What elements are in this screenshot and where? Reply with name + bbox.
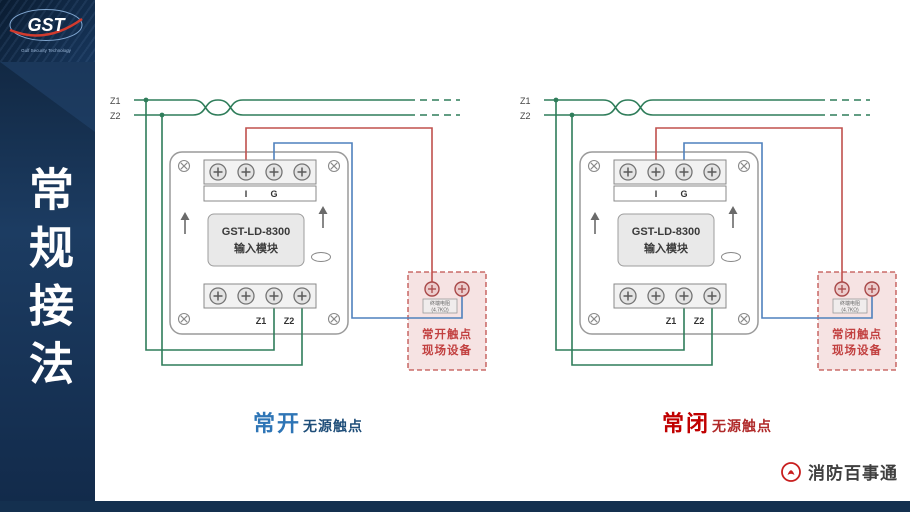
wire-input-red — [655, 127, 843, 282]
junction-dot — [553, 97, 559, 103]
gst-logo: GST Gulf Security Technology — [9, 9, 83, 53]
wire-common-blue — [273, 142, 463, 319]
wire-input-red — [245, 127, 433, 282]
module-name: 输入模块 — [644, 241, 689, 255]
caption-keyword: 常闭 — [661, 411, 710, 436]
sidebar: GST Gulf Security Technology 常规接法 — [0, 0, 95, 512]
bus-label-z1: Z1 — [110, 96, 121, 106]
resistor-name: 终端电阻 — [430, 300, 450, 307]
side-slot — [721, 252, 741, 262]
resistor-value: (4.7KΩ) — [841, 308, 859, 314]
terminal-label-z1: Z1 — [666, 316, 677, 326]
bottom-accent-bar — [0, 501, 910, 512]
signal-bus-lines — [544, 99, 870, 116]
logo-tile: GST Gulf Security Technology — [0, 0, 95, 62]
top-terminal-label-box — [613, 185, 727, 202]
signal-bus-lines — [134, 99, 460, 116]
junction-dot — [569, 112, 575, 118]
module-model: GST-LD-8300 — [632, 226, 700, 238]
gst-logo-text: GST — [27, 15, 66, 35]
device-label-line2: 现场设备 — [422, 343, 472, 357]
junction-dot — [143, 97, 149, 103]
side-slot — [311, 252, 331, 262]
module-model: GST-LD-8300 — [222, 226, 290, 238]
gst-logo-swoosh — [9, 17, 83, 37]
device-label-line2: 现场设备 — [832, 343, 882, 357]
fire119-logo-icon — [781, 461, 801, 482]
footer-brand-text: 消防百事通 — [808, 464, 898, 483]
terminal-label-z1: Z1 — [256, 316, 267, 326]
terminal-resistor — [832, 298, 868, 314]
wiring-diagram-normally-closed: I G Z1 Z2 GST-LD-8300 输入模块 终端电阻 (4.7KΩ) … — [520, 96, 897, 371]
sidebar-accent-shape — [0, 62, 95, 132]
bus-label-z2: Z2 — [520, 111, 531, 121]
field-device-box — [817, 271, 897, 371]
resistor-value: (4.7KΩ) — [431, 308, 449, 314]
terminal-label-g: G — [680, 189, 687, 199]
terminal-label-z2: Z2 — [284, 316, 295, 326]
gst-logo-ellipse — [9, 9, 83, 41]
field-device-box — [407, 271, 487, 371]
caption-keyword: 常开 — [252, 411, 301, 436]
device-label-line1: 常闭触点 — [832, 327, 882, 341]
terminal-label-i: I — [245, 189, 248, 199]
terminal-label-g: G — [270, 189, 277, 199]
terminal-label-i: I — [655, 189, 658, 199]
page-title-vertical: 常规接法 — [21, 166, 74, 398]
module-nameplate — [207, 213, 305, 267]
top-terminal-label-box — [203, 185, 317, 202]
junction-dot — [159, 112, 165, 118]
module-name: 输入模块 — [234, 241, 279, 255]
caption-detail: 无源触点 — [303, 418, 363, 434]
bus-drop-wires — [145, 100, 303, 366]
caption-normally-open: 常开 无源触点 — [213, 406, 403, 438]
terminal-label-z2: Z2 — [694, 316, 705, 326]
device-label-line1: 常开触点 — [422, 327, 472, 341]
module-nameplate — [617, 213, 715, 267]
terminal-resistor — [422, 298, 458, 314]
caption-detail: 无源触点 — [712, 418, 772, 434]
bus-label-z1: Z1 — [520, 96, 531, 106]
gst-logo-tagline: Gulf Security Technology — [21, 48, 71, 53]
footer-brand-area: 消防百事通 — [780, 459, 898, 484]
caption-normally-closed: 常闭 无源触点 — [622, 406, 812, 438]
wire-common-blue — [683, 142, 873, 319]
bus-label-z2: Z2 — [110, 111, 121, 121]
resistor-name: 终端电阻 — [840, 300, 860, 307]
bus-drop-wires — [555, 100, 713, 366]
wiring-diagram-normally-open: I G Z1 Z2 GST-LD-8300 输入模块 终端电阻 (4.7KΩ) … — [110, 96, 487, 371]
